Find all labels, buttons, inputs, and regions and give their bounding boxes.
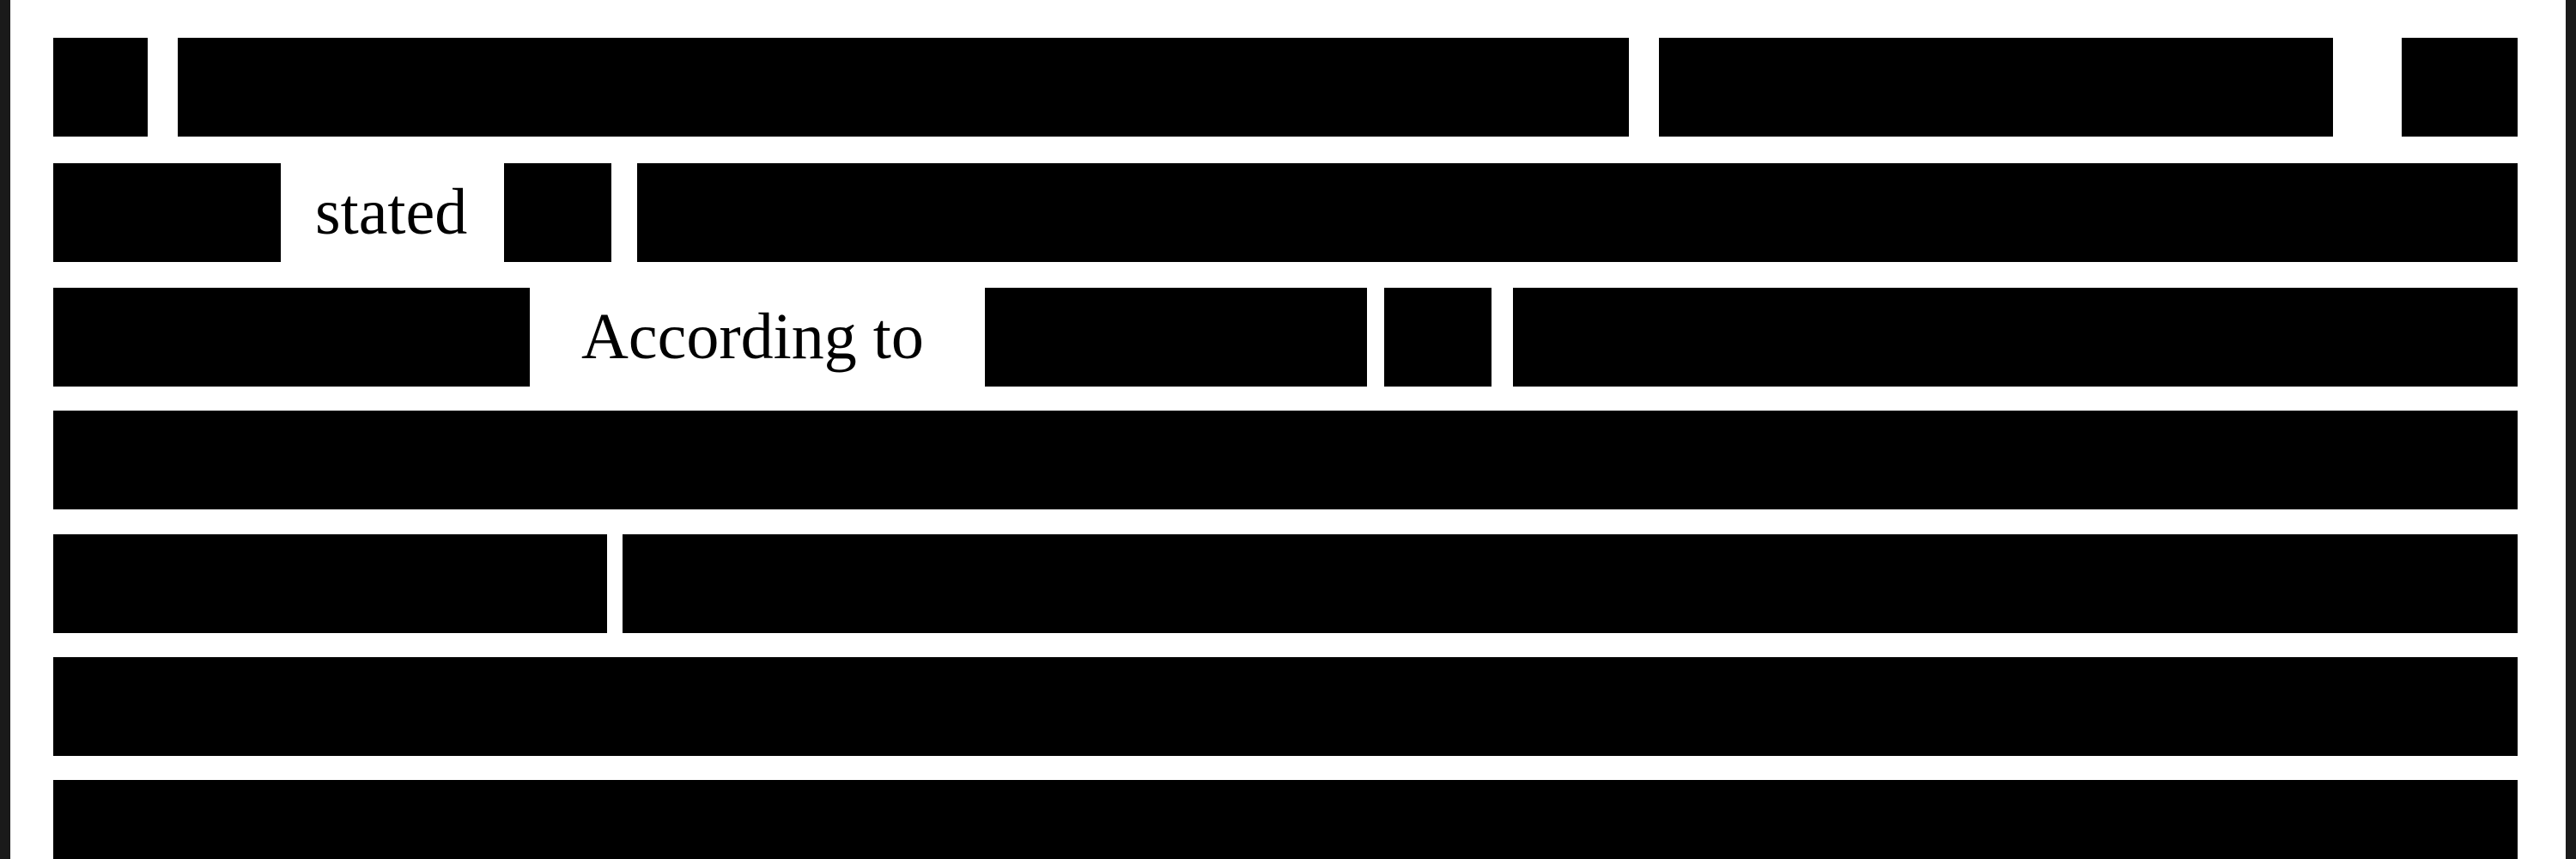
redaction-bar xyxy=(53,411,2518,509)
redaction-bar xyxy=(53,38,148,137)
redaction-bar xyxy=(623,534,2518,633)
redaction-bar xyxy=(2402,38,2518,137)
redaction-bar xyxy=(53,780,2518,859)
redaction-bar xyxy=(53,163,281,262)
redaction-bar xyxy=(53,534,607,633)
document-line-5 xyxy=(53,534,2518,633)
visible-phrase-according-to: According to xyxy=(581,301,924,373)
redaction-bar xyxy=(53,288,530,387)
document-line-3: According to xyxy=(53,288,2518,387)
redaction-bar xyxy=(985,288,1367,387)
redaction-bar xyxy=(178,38,1629,137)
document-line-1 xyxy=(53,38,2518,137)
redaction-bar xyxy=(1513,288,2518,387)
visible-word-stated: stated xyxy=(315,176,468,248)
redaction-bar xyxy=(1384,288,1492,387)
document-line-6 xyxy=(53,657,2518,756)
redaction-bar xyxy=(1659,38,2333,137)
redacted-document-page: stated According to xyxy=(10,0,2566,859)
redaction-bar xyxy=(637,163,2518,262)
redaction-bar xyxy=(504,163,611,262)
document-line-7 xyxy=(53,780,2518,859)
document-line-4 xyxy=(53,411,2518,509)
document-line-2: stated xyxy=(53,163,2518,262)
redaction-bar xyxy=(53,657,2518,756)
